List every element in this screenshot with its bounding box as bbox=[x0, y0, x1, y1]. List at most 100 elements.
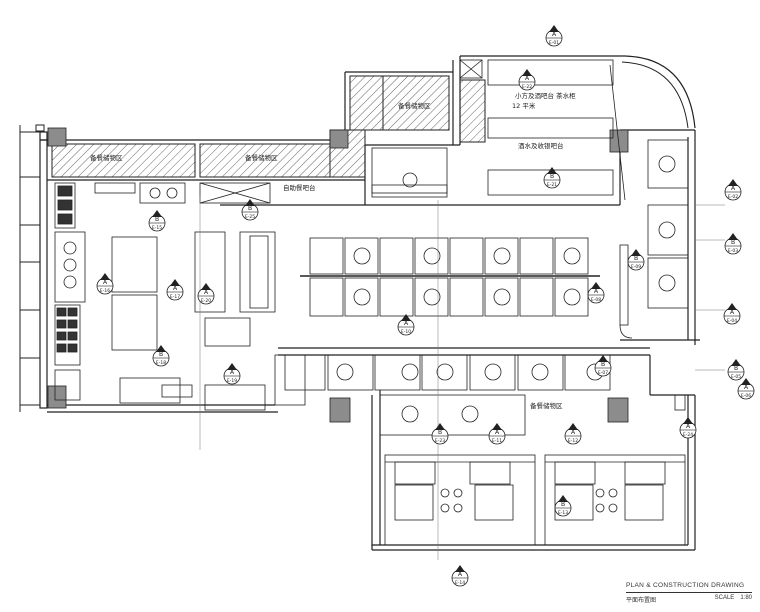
marker-sheet: E-14 bbox=[455, 580, 465, 586]
marker-arrow bbox=[631, 249, 641, 256]
marker-sheet: E-20 bbox=[201, 298, 211, 304]
marker-sheet: E-05 bbox=[731, 374, 741, 380]
elevation-markers: AE-01AE-02BE-03AE-04BE-05AE-06BE-07AE-08… bbox=[96, 25, 755, 587]
marker-arrow bbox=[728, 179, 738, 186]
elevation-marker: AE-16 bbox=[96, 273, 114, 295]
storage-label-d: 备餐储物区 bbox=[530, 401, 563, 410]
marker-sheet: E-08 bbox=[591, 297, 601, 303]
marker-letter: B bbox=[159, 351, 163, 358]
curved-wall-inner bbox=[621, 61, 689, 129]
dining-seats bbox=[300, 237, 600, 317]
marker-arrow bbox=[401, 314, 411, 321]
marker-letter: B bbox=[155, 216, 159, 223]
marker-letter: B bbox=[550, 173, 554, 180]
title-row: 平面布置图 SCALE 1:80 bbox=[626, 595, 752, 604]
marker-sheet: E-18 bbox=[156, 360, 166, 366]
elevation-marker: B E-23 bbox=[431, 423, 449, 445]
hatched-zone-4 bbox=[382, 75, 450, 131]
sheet-label: 平面布置图 bbox=[626, 598, 657, 604]
elevation-marker: B E-18 bbox=[152, 345, 170, 367]
marker-sheet: E-12 bbox=[568, 438, 578, 444]
marker-letter: A bbox=[525, 75, 530, 82]
marker-letter: A bbox=[204, 289, 209, 296]
marker-arrow bbox=[100, 273, 110, 280]
marker-arrow bbox=[568, 423, 578, 430]
drawing-title: PLAN & CONSTRUCTION DRAWING bbox=[626, 582, 745, 589]
marker-sheet: E-22 bbox=[522, 84, 532, 90]
marker-arrow bbox=[731, 359, 741, 366]
elevation-marker: AE-02 bbox=[724, 179, 742, 201]
title-block: PLAN & CONSTRUCTION DRAWING 平面布置图 SCALE … bbox=[626, 582, 752, 604]
seat-top bbox=[484, 237, 519, 275]
marker-arrow bbox=[558, 495, 568, 502]
bar-counter-label: 酒水及收银吧台 bbox=[518, 141, 564, 150]
marker-letter: A bbox=[495, 429, 500, 436]
table-top bbox=[493, 247, 511, 265]
marker-letter: A bbox=[552, 31, 557, 38]
marker-sheet: E-24 bbox=[683, 432, 693, 438]
table-bottom bbox=[563, 288, 581, 306]
marker-arrow bbox=[727, 303, 737, 310]
marker-letter: A bbox=[404, 320, 409, 327]
marker-arrow bbox=[455, 565, 465, 572]
elevation-marker: BE-25 bbox=[241, 199, 259, 221]
scale-label: SCALE bbox=[714, 595, 735, 601]
marker-letter: A bbox=[103, 279, 108, 286]
seat-top bbox=[554, 237, 589, 275]
marker-sheet: E-23 bbox=[435, 438, 445, 444]
title-divider bbox=[626, 592, 752, 593]
marker-arrow bbox=[598, 355, 608, 362]
window-mullions bbox=[19, 124, 45, 412]
marker-sheet: E-01 bbox=[549, 40, 559, 46]
marker-letter: B bbox=[438, 429, 442, 436]
marker-arrow bbox=[728, 233, 738, 240]
elevation-marker: BE-13 bbox=[554, 495, 572, 517]
marker-sheet: E-10 bbox=[401, 329, 411, 335]
lower-dining-area bbox=[284, 354, 686, 546]
seat-top bbox=[449, 237, 484, 275]
elevation-marker: AE-24 bbox=[679, 417, 697, 439]
elevation-marker: AE-11 bbox=[488, 423, 506, 445]
marker-arrow bbox=[549, 25, 559, 32]
marker-letter: A bbox=[458, 571, 463, 578]
elevation-marker: BE-05 bbox=[727, 359, 745, 381]
seat-top bbox=[519, 237, 554, 275]
kitchen-equipment bbox=[54, 182, 306, 411]
structural-columns bbox=[47, 127, 629, 423]
booth-seats bbox=[619, 139, 689, 339]
marker-letter: A bbox=[594, 288, 599, 295]
marker-arrow bbox=[227, 363, 237, 370]
elevation-marker: AE-19 bbox=[223, 363, 241, 385]
seat-bottom bbox=[414, 277, 449, 317]
buffet-label: 自助餐吧台 bbox=[283, 183, 316, 192]
marker-sheet: E-13 bbox=[558, 510, 568, 516]
table-bottom bbox=[423, 288, 441, 306]
seat-top bbox=[309, 237, 344, 275]
marker-sheet: E-04 bbox=[727, 318, 737, 324]
elevation-marker: A E-01 bbox=[545, 25, 563, 47]
elevation-marker: A E-20 bbox=[197, 283, 215, 305]
seat-bottom bbox=[309, 277, 344, 317]
marker-arrow bbox=[435, 423, 445, 430]
table-bottom bbox=[353, 288, 371, 306]
elevation-marker: AE-04 bbox=[723, 303, 741, 325]
seat-top bbox=[344, 237, 379, 275]
storage-label-a: 备餐储物区 bbox=[90, 153, 123, 162]
seat-bottom bbox=[554, 277, 589, 317]
elevation-marker: BE-03 bbox=[724, 233, 742, 255]
hatched-zone-6 bbox=[459, 79, 486, 143]
elevation-marker: A E-22 bbox=[518, 69, 536, 91]
marker-arrow bbox=[492, 423, 502, 430]
marker-sheet: E-19 bbox=[227, 378, 237, 384]
elevation-marker: AE-06 bbox=[737, 378, 755, 400]
marker-sheet: E-17 bbox=[170, 294, 180, 300]
marker-letter: A bbox=[173, 285, 178, 292]
small-count-label: 12 平米 bbox=[512, 101, 536, 110]
marker-letter: B bbox=[248, 205, 252, 212]
marker-arrow bbox=[245, 199, 255, 206]
elevation-marker: A E-08 bbox=[587, 282, 605, 304]
table-top bbox=[353, 247, 371, 265]
marker-arrow bbox=[741, 378, 751, 385]
marker-arrow bbox=[591, 282, 601, 289]
marker-letter: B bbox=[634, 255, 638, 262]
